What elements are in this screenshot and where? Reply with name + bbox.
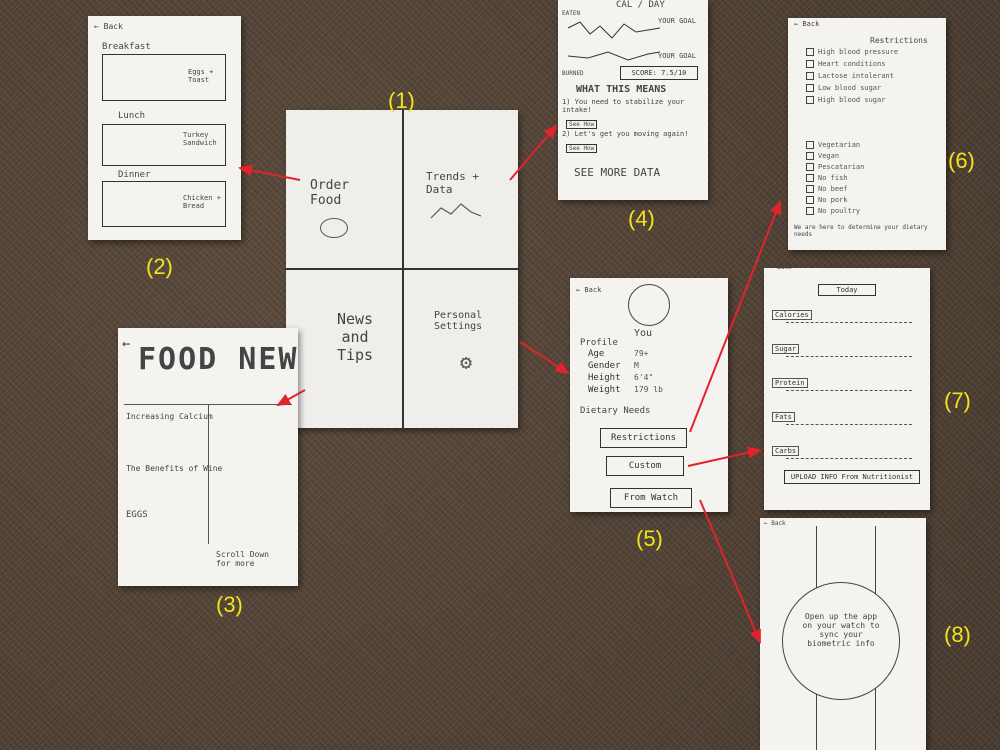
goal-label: YOUR GOAL bbox=[658, 52, 696, 60]
restriction-checkbox[interactable]: High blood pressure bbox=[806, 46, 898, 58]
news-item[interactable]: The Benefits of Wine bbox=[126, 464, 223, 473]
restriction-checkbox[interactable]: Low blood sugar bbox=[806, 82, 898, 94]
nutrient-slider[interactable]: Carbs bbox=[772, 438, 912, 472]
dietary-needs-label: Dietary Needs bbox=[580, 406, 651, 416]
breakfast-card[interactable] bbox=[102, 54, 226, 101]
screen-label-1: (1) bbox=[388, 88, 415, 113]
diet-checkbox[interactable]: No fish bbox=[806, 173, 864, 184]
screen-label-4: (4) bbox=[628, 206, 655, 231]
lunch-label: Lunch bbox=[118, 111, 146, 121]
diet-checkbox[interactable]: No beef bbox=[806, 184, 864, 195]
back-arrow-icon[interactable]: ← bbox=[122, 336, 131, 352]
screen-label-2: (2) bbox=[146, 254, 173, 279]
sketch-trends: CAL / DAY EATEN YOUR GOAL YOUR GOAL BURN… bbox=[558, 0, 708, 200]
profile-heading: Profile bbox=[580, 338, 618, 348]
sketch-news: ← FOOD NEW Increasing Calcium The Benefi… bbox=[118, 328, 298, 586]
sketch-watch: ← Back Open up the app on your watch to … bbox=[760, 518, 926, 750]
screen-label-6: (6) bbox=[948, 148, 975, 173]
restrictions-footer: We are here to determine your dietary ne… bbox=[794, 224, 928, 238]
watch-instructions: Open up the app on your watch to sync yo… bbox=[802, 612, 880, 648]
nutrient-slider[interactable]: Fats bbox=[772, 404, 912, 438]
see-how-button[interactable]: See How bbox=[566, 144, 598, 153]
from-watch-button[interactable]: From Watch bbox=[610, 488, 692, 508]
screen-label-8: (8) bbox=[944, 622, 971, 647]
nutrient-slider[interactable]: Protein bbox=[772, 370, 912, 404]
sketch-home: Order Food Trends + Data News and Tips P… bbox=[286, 110, 518, 428]
back-link[interactable]: ← Back bbox=[94, 22, 123, 31]
lunch-item: Turkey Sandwich bbox=[183, 131, 217, 147]
restrictions-button[interactable]: Restrictions bbox=[600, 428, 687, 448]
dinner-item: Chicken + Bread bbox=[183, 194, 221, 210]
restriction-checkbox[interactable]: Lactose intolerant bbox=[806, 70, 898, 82]
breakfast-item: Eggs + Toast bbox=[188, 68, 214, 84]
see-how-button[interactable]: See How bbox=[566, 120, 598, 129]
news-item[interactable]: EGGS bbox=[126, 510, 148, 520]
restrictions-title: Restrictions bbox=[870, 36, 928, 45]
news-title: FOOD NEW bbox=[138, 342, 299, 377]
gear-icon: ⚙ bbox=[460, 350, 473, 374]
back-link[interactable]: ← Back bbox=[794, 20, 820, 28]
news-item[interactable]: Increasing Calcium bbox=[126, 412, 213, 421]
goal-label: YOUR GOAL bbox=[658, 17, 696, 25]
dinner-card[interactable] bbox=[102, 181, 226, 227]
order-food-tile[interactable]: Order Food bbox=[310, 178, 350, 208]
restriction-checkbox[interactable]: Heart conditions bbox=[806, 58, 898, 70]
upload-button[interactable]: UPLOAD INFO From Nutritionist bbox=[784, 470, 920, 484]
personal-settings-tile[interactable]: Personal Settings bbox=[434, 310, 483, 332]
watch-face bbox=[782, 582, 900, 700]
screen-label-5: (5) bbox=[636, 526, 663, 551]
score-badge: SCORE: 7.5/10 bbox=[620, 66, 698, 80]
lunch-card[interactable] bbox=[102, 124, 226, 166]
see-more-data-link[interactable]: SEE MORE DATA bbox=[574, 166, 661, 179]
screen-label-7: (7) bbox=[944, 388, 971, 413]
chart-icon bbox=[430, 203, 482, 219]
diet-checkbox[interactable]: No poultry bbox=[806, 206, 864, 217]
plate-icon bbox=[320, 218, 348, 238]
scroll-hint: Scroll Down for more bbox=[216, 550, 269, 568]
restriction-checkbox[interactable]: High blood sugar bbox=[806, 94, 898, 106]
diet-checkbox[interactable]: Vegetarian bbox=[806, 140, 864, 151]
custom-button[interactable]: Custom bbox=[606, 456, 684, 476]
insight-2: 2) Let's get you moving again! bbox=[562, 130, 689, 138]
trend-chart bbox=[567, 21, 661, 61]
trends-header: CAL / DAY bbox=[616, 0, 665, 10]
back-link[interactable]: ← Back bbox=[770, 264, 792, 271]
insight-1: 1) You need to stabilize your intake! bbox=[562, 98, 685, 114]
nutrient-slider[interactable]: Sugar bbox=[772, 336, 912, 370]
nutrient-slider[interactable]: Calories bbox=[772, 302, 912, 336]
today-tab[interactable]: Today bbox=[818, 284, 876, 296]
news-tile[interactable]: News and Tips bbox=[336, 310, 374, 364]
trends-tile[interactable]: Trends + Data bbox=[426, 170, 479, 196]
breakfast-label: Breakfast bbox=[102, 42, 151, 52]
dinner-label: Dinner bbox=[118, 170, 151, 180]
back-link[interactable]: ← Back bbox=[764, 520, 786, 527]
sketch-meals: ← Back Breakfast Eggs + Toast Lunch Turk… bbox=[88, 16, 241, 240]
diet-checkbox[interactable]: Pescatarian bbox=[806, 162, 864, 173]
screen-label-3: (3) bbox=[216, 592, 243, 617]
burned-label: BURNED bbox=[562, 70, 584, 77]
eaten-label: EATEN bbox=[562, 10, 581, 17]
profile-name: You bbox=[634, 328, 653, 339]
back-link[interactable]: ← Back bbox=[576, 286, 602, 294]
diet-checkbox[interactable]: Vegan bbox=[806, 151, 864, 162]
avatar bbox=[628, 284, 670, 326]
what-this-means: WHAT THIS MEANS bbox=[576, 84, 667, 95]
diet-checkbox[interactable]: No pork bbox=[806, 195, 864, 206]
